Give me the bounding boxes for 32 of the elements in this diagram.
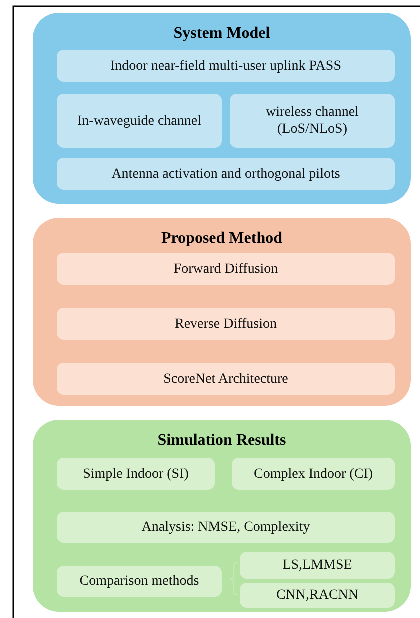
- item-box: [240, 583, 395, 608]
- item-label: In-waveguide channel: [78, 112, 202, 130]
- item-box: [57, 566, 222, 597]
- item-box: [232, 458, 395, 490]
- item-box: [57, 308, 395, 340]
- item-label: Indoor near-field multi-user uplink PASS: [110, 58, 342, 74]
- item-box: [57, 458, 215, 490]
- item-label: Simple Indoor (SI): [83, 466, 189, 482]
- item-label: wireless channel (LoS/NLoS): [265, 104, 360, 138]
- item-box: [57, 253, 395, 285]
- item-label: Antenna activation and orthogonal pilots: [112, 166, 340, 182]
- item-label: Analysis: NMSE, Complexity: [142, 519, 310, 536]
- section-panel: [33, 13, 411, 204]
- item-label: CNN,RACNN: [276, 587, 359, 604]
- item-label: Comparison methods: [80, 573, 200, 590]
- item-box: [57, 158, 395, 190]
- item-box: [57, 94, 222, 148]
- item-label: ScoreNet Architecture: [164, 370, 288, 388]
- item-box: [57, 512, 395, 543]
- item-box: [240, 552, 395, 579]
- item-box: [230, 94, 395, 148]
- section-panel: [33, 420, 411, 612]
- section-title: System Model: [172, 25, 272, 43]
- item-box: [57, 363, 395, 395]
- item-label: Reverse Diffusion: [175, 316, 277, 332]
- item-label: LS,LMMSE: [282, 557, 352, 574]
- item-label: Forward Diffusion: [174, 260, 278, 278]
- section-title: Proposed Method: [160, 230, 284, 248]
- section-title: Simulation Results: [156, 432, 288, 450]
- section-panel: [33, 218, 411, 406]
- item-box: [57, 50, 395, 82]
- item-label: Complex Indoor (CI): [254, 466, 373, 482]
